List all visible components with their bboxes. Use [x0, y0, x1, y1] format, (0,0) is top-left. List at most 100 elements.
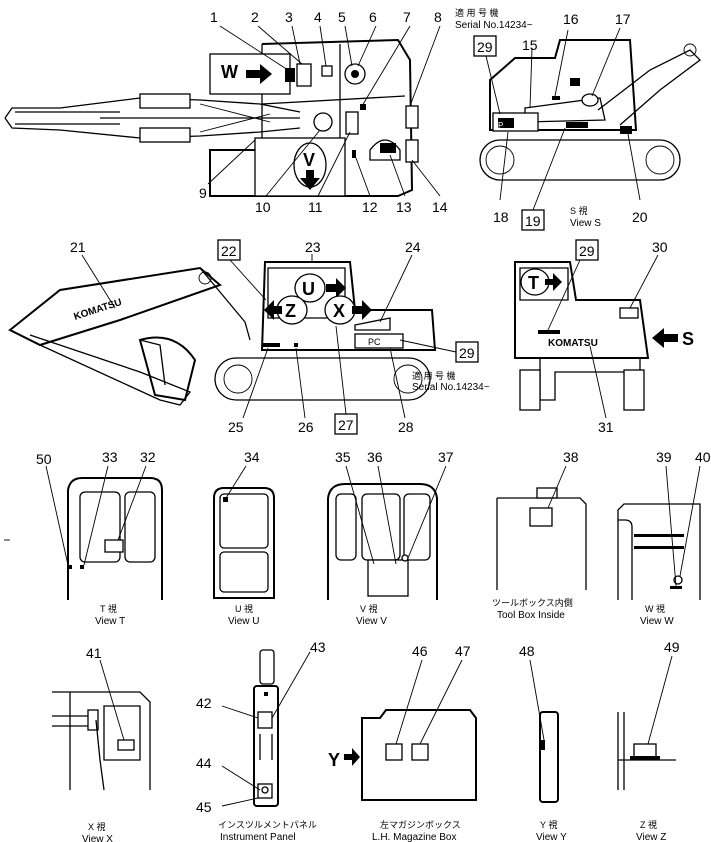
callout-4: 4 — [314, 9, 322, 25]
caption-magazine-jp: 左マガジンボックス — [380, 819, 461, 830]
caption-toolbox-jp: ツールボックス内側 — [492, 597, 573, 608]
box-29-view-s-label: 29 — [477, 39, 493, 55]
callout-1: 1 — [210, 9, 218, 25]
box-22-label: 22 — [221, 243, 237, 259]
callouts-side-view: 21 23 24 25 26 28 — [70, 239, 421, 435]
box-29-rear — [575, 239, 599, 261]
leader-line-48 — [529, 659, 545, 741]
view-v-drawing — [327, 483, 438, 600]
caption-u-en: View U — [228, 616, 260, 627]
callouts-top-view: 1 2 3 4 5 6 7 8 9 10 11 12 13 14 — [199, 9, 448, 215]
callouts-view-s: 15 16 17 18 20 — [493, 11, 648, 225]
brand-boom: KOMATSU — [73, 297, 124, 323]
callout-39: 39 — [656, 449, 672, 465]
callout-26: 26 — [298, 419, 314, 435]
callout-2: 2 — [251, 9, 259, 25]
view-z-drawing — [617, 712, 676, 790]
callout-7: 7 — [403, 9, 411, 25]
view-s-drawing: P — [479, 39, 701, 181]
callout-44: 44 — [196, 755, 212, 771]
view-z-arrow — [264, 300, 282, 320]
callout-36: 36 — [367, 449, 383, 465]
leader-lines-t — [45, 465, 147, 566]
callout-45: 45 — [196, 799, 212, 815]
callout-25: 25 — [228, 419, 244, 435]
caption-magazine-en: L.H. Magazine Box — [372, 832, 457, 842]
view-x-arrow — [352, 300, 372, 320]
instrument-panel-drawing — [253, 649, 279, 807]
callout-9: 9 — [199, 185, 207, 201]
callout-17: 17 — [615, 11, 631, 27]
box-29-side-label: 29 — [459, 345, 475, 361]
view-y-drawing — [539, 711, 559, 803]
leader-lines-top — [207, 25, 441, 197]
caption-panel-en: Instrument Panel — [220, 832, 296, 842]
callout-3: 3 — [285, 9, 293, 25]
plate-p: P — [498, 121, 503, 130]
box-19-label: 19 — [525, 213, 541, 229]
view-t-letter: T — [528, 273, 539, 293]
callout-8: 8 — [434, 9, 442, 25]
callouts-view-w: 39 40 — [656, 449, 711, 465]
leader-lines-panel — [221, 651, 311, 807]
callouts-magazine: 46 47 — [412, 643, 471, 659]
callout-33: 33 — [102, 449, 118, 465]
callout-47: 47 — [455, 643, 471, 659]
caption-v-en: View V — [356, 616, 387, 627]
leader-lines-w — [665, 465, 701, 587]
callouts-rear-view: 30 31 — [598, 239, 668, 435]
callout-42: 42 — [196, 695, 212, 711]
plate-pc: PC — [368, 337, 381, 347]
view-x-drawing — [52, 691, 151, 791]
caption-y-en: View Y — [536, 832, 567, 842]
view-y-arrow — [344, 748, 360, 766]
caption-panel-jp: インスツルメントパネル — [218, 820, 317, 830]
callout-14: 14 — [432, 199, 448, 215]
view-u-arrow — [326, 278, 346, 298]
box-29-view-s — [473, 35, 497, 57]
caption-t-en: View T — [95, 616, 125, 627]
callout-16: 16 — [563, 11, 579, 27]
leader-line-34 — [225, 465, 247, 499]
callout-13: 13 — [396, 199, 412, 215]
callout-23: 23 — [305, 239, 321, 255]
serial-en-side: Serial No.14234~ — [412, 382, 490, 393]
box-27-label: 27 — [338, 417, 354, 433]
leader-lines-s — [485, 27, 641, 211]
caption-z-en: View Z — [636, 832, 666, 842]
serial-jp-top: 適 用 号 機 — [455, 7, 499, 18]
caption-y-jp: Y 視 — [540, 819, 557, 830]
callouts-view-t: 50 33 32 — [36, 449, 156, 467]
view-v-letter: V — [303, 150, 315, 170]
callout-18: 18 — [493, 209, 509, 225]
caption-w-en: View W — [640, 616, 674, 627]
serial-en-top: Serial No.14234~ — [455, 20, 533, 31]
caption-x-jp: X 視 — [88, 821, 106, 832]
callout-40: 40 — [695, 449, 711, 465]
leader-line-38 — [547, 465, 567, 509]
view-u-marker — [294, 273, 326, 303]
caption-w-jp: W 視 — [645, 603, 665, 614]
caption-z-jp: Z 視 — [640, 819, 657, 830]
caption-s-en: View S — [570, 218, 601, 229]
leader-line-49 — [647, 655, 673, 745]
caption-t-jp: T 視 — [100, 603, 117, 614]
leader-lines-rear — [547, 254, 659, 419]
view-x-letter: X — [333, 301, 345, 321]
rear-view-drawing: T KOMATSU — [514, 261, 650, 411]
callout-37: 37 — [438, 449, 454, 465]
caption-x-en: View X — [82, 834, 113, 842]
callout-41: 41 — [86, 645, 102, 661]
view-y-letter: Y — [328, 750, 340, 770]
brand-rear: KOMATSU — [548, 338, 598, 349]
view-t-arrow — [545, 273, 562, 291]
view-v-arrow — [300, 170, 320, 190]
callout-50: 50 — [36, 451, 52, 467]
toolbox-drawing — [496, 487, 587, 590]
callouts-view-v: 35 36 37 — [335, 449, 454, 465]
callout-30: 30 — [652, 239, 668, 255]
callout-32: 32 — [140, 449, 156, 465]
callout-15: 15 — [522, 37, 538, 53]
caption-u-jp: U 視 — [235, 603, 253, 614]
